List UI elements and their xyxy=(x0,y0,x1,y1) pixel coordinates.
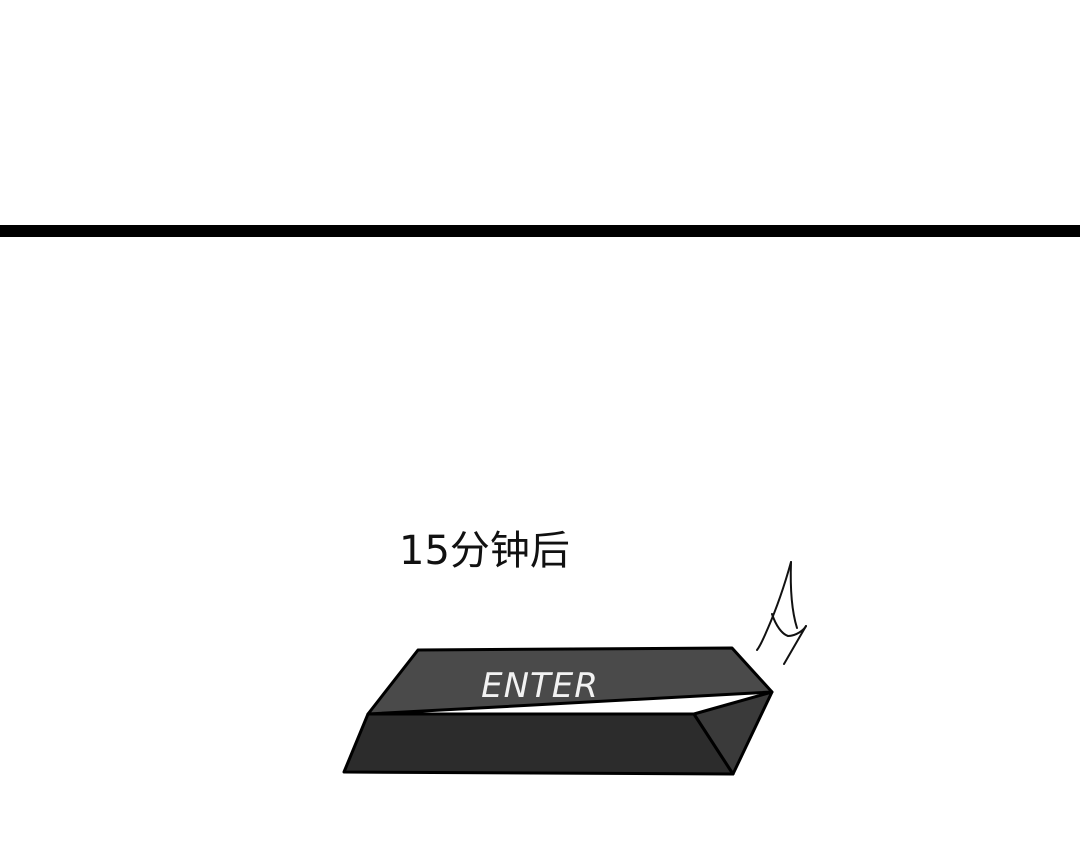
time-skip-caption: 15分钟后 xyxy=(399,528,570,574)
motion-lines-icon xyxy=(756,561,807,665)
enter-key-front-face xyxy=(342,712,735,776)
enter-key-side-face xyxy=(692,690,774,776)
panel-divider xyxy=(0,225,1080,237)
enter-key-label: ENTER xyxy=(481,666,599,706)
